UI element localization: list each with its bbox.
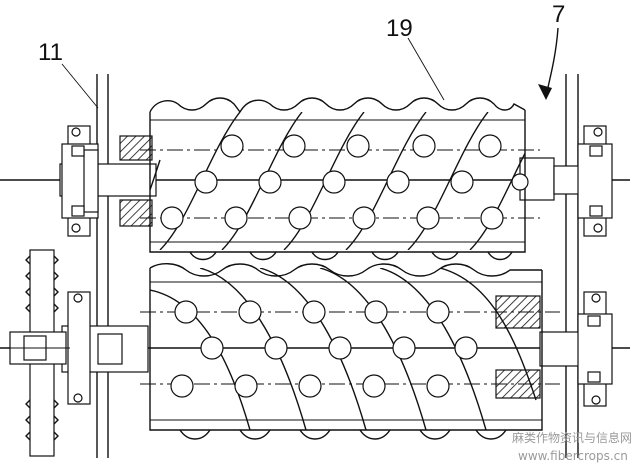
lower-drum-outline xyxy=(149,263,543,431)
lower-left-bearing-assembly xyxy=(67,291,91,405)
upper-perforation-holes xyxy=(160,134,529,230)
lower-right-shaft xyxy=(539,331,585,367)
roller-number-label: 19 xyxy=(386,15,413,42)
upper-left-bearing-assembly xyxy=(61,125,99,237)
upper-left-hub-hatch xyxy=(119,135,153,161)
callout-19: 19 xyxy=(386,15,445,101)
watermark-line-1: 麻类作物资讯与信息网 xyxy=(512,430,632,445)
right-frame-plate xyxy=(565,74,579,458)
left-frame-plate xyxy=(96,74,109,458)
lower-roller xyxy=(0,263,630,440)
assembly-number-label: 7 xyxy=(552,1,565,28)
watermark: 麻类作物资讯与信息网 www.fibercrops.cn xyxy=(512,430,632,463)
callout-11: 11 xyxy=(38,39,99,109)
drive-sprocket xyxy=(4,249,70,457)
watermark-line-2: www.fibercrops.cn xyxy=(518,449,628,463)
callout-7: 7 xyxy=(538,1,565,100)
upper-right-shaft xyxy=(553,165,581,195)
frame-number-label: 11 xyxy=(38,39,63,66)
arrow-head-icon xyxy=(538,84,552,100)
upper-right-bearing-assembly xyxy=(577,125,613,237)
lower-right-bearing-assembly xyxy=(577,291,613,407)
lower-perforation-holes xyxy=(170,300,478,398)
